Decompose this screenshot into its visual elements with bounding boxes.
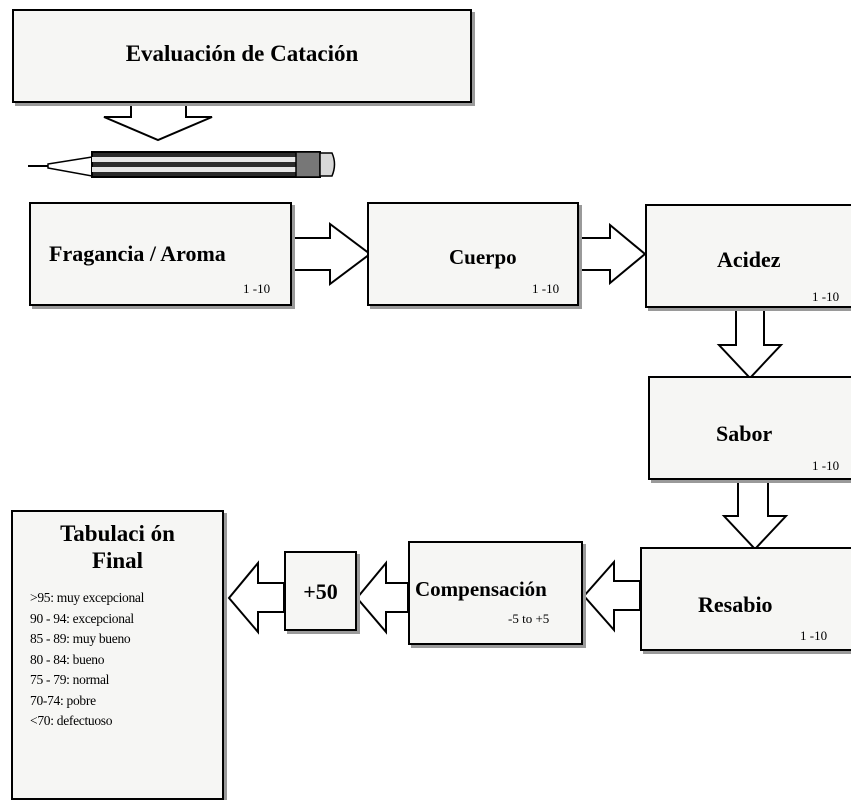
node-acidity: Acidez 1 -10 [645,204,851,308]
pencil-icon [28,151,336,178]
score-scale-item: 80 - 84: bueno [30,651,105,667]
node-acidity-range: 1 -10 [812,289,840,304]
node-fragrance-range: 1 -10 [243,281,271,296]
score-scale-item: 85 - 89: muy bueno [30,631,131,646]
arrow-left-2 [355,560,409,635]
score-scale-item: 70-74: pobre [30,692,96,708]
node-aftertaste: Resabio 1 -10 [640,547,851,651]
node-compensation: Compensación -5 to +5 [408,541,583,645]
node-flavor-label: Sabor [716,421,773,446]
score-scale-list: >95: muy excepcional 90 - 94: excepciona… [30,588,144,732]
node-body: Cuerpo 1 -10 [367,202,579,306]
arrow-down-1 [716,307,784,380]
final-tabulation-box: Tabulaci ón Final >95: muy excepcional 9… [11,510,224,800]
final-tabulation-title: Tabulaci ón Final [13,520,222,574]
score-scale-item: >95: muy excepcional [30,590,145,605]
node-aftertaste-range: 1 -10 [800,628,828,643]
arrow-right-1 [291,222,372,286]
node-fragrance: Fragancia / Aroma 1 -10 [29,202,292,306]
node-aftertaste-label: Resabio [698,592,773,617]
arrow-right-2 [578,222,647,286]
node-flavor-range: 1 -10 [812,458,840,473]
score-scale-item: <70: defectuoso [30,713,113,728]
node-plus-fifty: +50 [284,551,357,631]
score-scale-item: 90 - 94: excepcional [30,610,134,626]
node-compensation-range: -5 to +5 [508,611,550,626]
score-scale-item: 75 - 79: normal [30,672,110,687]
final-title-line2: Final [91,548,144,573]
arrow-left-3 [227,560,285,635]
node-body-range: 1 -10 [532,281,560,296]
node-body-label: Cuerpo [449,245,517,269]
node-plus-fifty-label: +50 [303,579,338,604]
node-compensation-label: Compensación [415,577,547,601]
header-box: Evaluación de Catación [12,9,472,103]
header-title: Evaluación de Catación [125,41,359,66]
arrow-left-1 [582,559,641,633]
node-acidity-label: Acidez [717,247,781,272]
arrow-down-header [103,101,213,142]
final-title-line1: Tabulaci ón [60,521,175,546]
node-fragrance-label: Fragancia / Aroma [49,241,226,266]
node-flavor: Sabor 1 -10 [648,376,851,480]
arrow-down-2 [721,481,789,551]
